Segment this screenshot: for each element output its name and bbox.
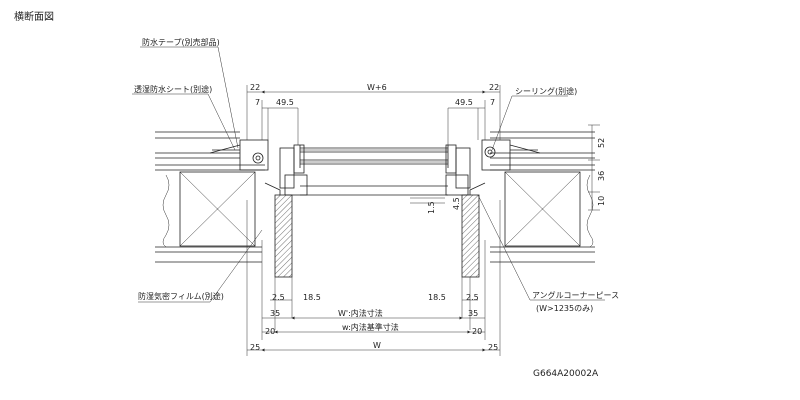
top-dimensions	[246, 85, 501, 145]
dim-right-18-5: 18.5	[428, 293, 446, 302]
dim-right-20: 20	[472, 327, 482, 336]
label-angle-corner-note: (W>1235のみ)	[536, 304, 593, 313]
dim-left-25: 25	[250, 343, 260, 352]
label-sealing: シーリング(別途)	[515, 86, 577, 96]
dim-right-2-5: 2.5	[466, 293, 479, 302]
bottom-dimensions	[246, 200, 501, 356]
dim-right-10: 10	[597, 196, 606, 206]
dim-left-20: 20	[265, 327, 275, 336]
dim-right-22: 22	[489, 83, 499, 92]
dim-left-2-5: 2.5	[272, 293, 285, 302]
dim-inner-w-ref: w:内法基準寸法	[342, 322, 399, 332]
drawing-title: 横断面図	[14, 10, 54, 23]
right-stud	[504, 171, 594, 248]
label-moisture-film: 防湿気密フィルム(別途)	[138, 291, 224, 301]
drawing-code: G664A20002A	[533, 369, 599, 379]
dim-right-35: 35	[468, 309, 478, 318]
dim-mid-1-5: 1.5	[427, 201, 436, 214]
left-window-frame	[209, 139, 308, 278]
dim-left-18-5: 18.5	[303, 293, 321, 302]
dim-left-22: 22	[250, 83, 260, 92]
dim-right-49-5: 49.5	[455, 98, 473, 107]
leader-lines	[132, 46, 605, 303]
wall-layers	[155, 131, 595, 263]
right-vertical-dimensions	[588, 124, 600, 211]
label-breathable-sheet: 透湿防水シート(別途)	[134, 84, 212, 94]
dim-inner-w-prime: W':内法寸法	[338, 308, 383, 318]
dim-right-36: 36	[597, 171, 606, 181]
dim-bottom-w: W	[373, 341, 381, 350]
right-window-frame	[445, 139, 541, 278]
glass-unit	[299, 145, 449, 196]
dim-mid-4-5: 4.5	[452, 197, 461, 210]
dim-top-total: W+6	[367, 83, 387, 92]
left-stud	[162, 171, 256, 248]
label-waterproof-tape: 防水テープ(別売部品)	[142, 37, 220, 47]
dim-right-7: 7	[490, 98, 495, 107]
dim-right-52: 52	[597, 138, 606, 148]
label-angle-corner: アングルコーナーピース	[532, 290, 619, 300]
dim-left-35: 35	[270, 309, 280, 318]
dim-left-49-5: 49.5	[276, 98, 294, 107]
dim-right-25: 25	[488, 343, 498, 352]
dim-left-7: 7	[255, 98, 260, 107]
